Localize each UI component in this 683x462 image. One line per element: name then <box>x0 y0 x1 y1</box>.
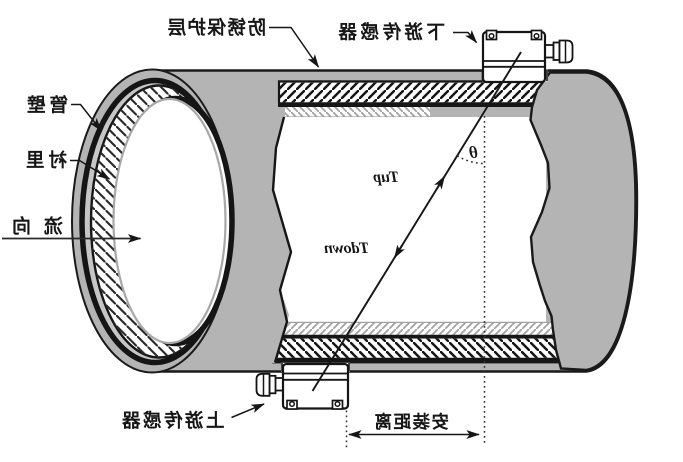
protective-layer-label: 防锈保护层 <box>166 17 266 38</box>
flow-direction: 流向 <box>0 215 142 243</box>
lining-leader <box>70 159 111 180</box>
angle-arc <box>456 155 485 165</box>
pipe-wall-top-cutaway <box>277 80 550 123</box>
body-break-line <box>271 116 293 363</box>
mounting-lug <box>485 29 498 41</box>
ultrasonic-path: Tup Tdown <box>311 51 522 392</box>
pipe-bore <box>112 97 227 345</box>
installation-distance-dimension: 安装距离 <box>345 410 480 448</box>
mounting-lug <box>286 399 298 410</box>
pipe-interior <box>273 117 546 322</box>
pipe-end-face <box>71 68 235 374</box>
sensor-housing <box>481 30 547 84</box>
t-up-arrow <box>434 175 446 190</box>
protective-layer-leader <box>269 26 320 68</box>
angle-annotation: θ <box>456 116 486 444</box>
downstream-sensor-label: 下游传感器 <box>335 22 445 43</box>
theta-label: θ <box>469 143 478 162</box>
mounting-lug <box>530 29 543 41</box>
pipe-wall-bottom-cutaway <box>272 321 560 364</box>
installation-distance-label: 安装距离 <box>373 412 449 432</box>
upstream-sensor-label: 上游传感器 <box>119 410 224 431</box>
pipe-wall-label: 管壁 <box>23 95 68 116</box>
upstream-sensor-leader <box>231 403 265 419</box>
mounting-lug <box>331 399 344 410</box>
downstream-sensor <box>481 29 574 84</box>
body-break-wedge <box>225 300 289 363</box>
cable-gland-flange <box>552 41 561 61</box>
upstream-sensor <box>255 362 350 410</box>
downstream-sensor-leader <box>453 30 478 44</box>
pipe-wall-leader <box>71 103 102 132</box>
t-down-arrow <box>393 244 405 259</box>
callouts: 防锈保护层 下游传感器 管壁 衬里 上游传感器 <box>22 17 478 431</box>
lining-label: 衬里 <box>22 150 67 171</box>
t-down-label: Tdown <box>324 240 369 257</box>
t-up-label: Tup <box>373 169 399 186</box>
flow-direction-label: 流向 <box>0 215 63 238</box>
pipe-break-cap <box>529 71 637 372</box>
